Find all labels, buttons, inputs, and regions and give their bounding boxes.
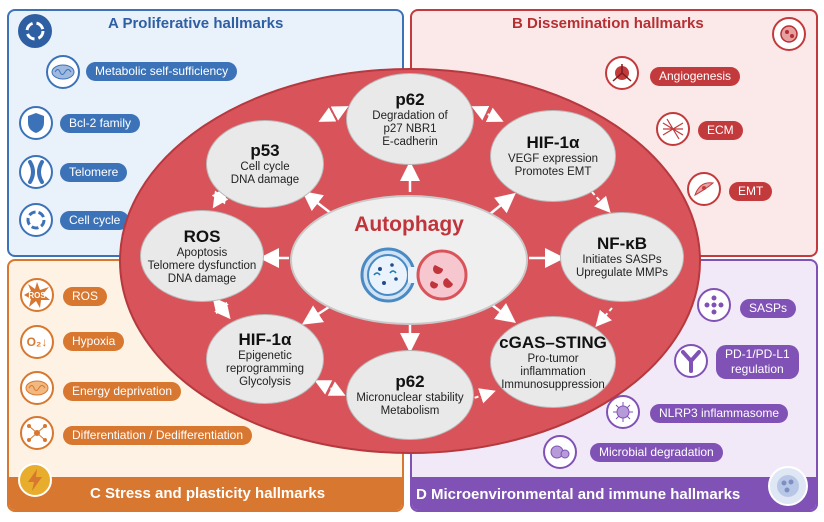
node-desc: Apoptosis [176,246,228,259]
panel-c-item: Energy deprivation [63,382,182,401]
ros-burst-icon: ROS [20,278,54,312]
panel-b-item: EMT [729,182,773,201]
node-p62-top: p62 Degradation of p27 NBR1 E-cadherin [346,73,474,165]
sasps-dots-icon [697,288,731,322]
node-desc: VEGF expression [507,153,599,165]
panel-a-item: Metabolic self-sufficiency [86,62,238,81]
node-title: cGAS–STING [499,332,607,352]
panel-c-item: ROS [63,287,108,306]
cycle-arrows-icon [18,14,52,48]
node-desc: p27 NBR1 [383,122,437,135]
solid-arrows [259,161,565,353]
mitochondria-icon [46,55,80,89]
node-title: p62 [395,89,425,109]
node-desc: Epigenetic [238,349,292,362]
node-desc: Degradation of [372,109,448,122]
node-title: HIF-1α [238,329,292,349]
dashed-arrows [211,105,613,404]
node-ros: ROS Apoptosis Telomere dysfunction DNA d… [140,210,264,302]
panel-a-item: Bcl-2 family [60,114,141,133]
node-p62-bottom: p62 Micronuclear stability Metabolism [346,350,474,440]
emt-cell-icon [687,172,721,206]
node-title: p53 [250,141,280,160]
panel-b-item: Angiogenesis [650,67,741,86]
node-desc: DNA damage [230,174,300,186]
panel-a-item: Telomere [60,163,128,182]
node-nfkb: NF-κB Initiates SASPs Upregulate MMPs [560,212,684,302]
node-p53: p53 Cell cycle DNA damage [206,120,324,208]
node-desc: Immunosuppression [501,378,605,391]
center-title: Autophagy [354,213,464,236]
ecm-fibers-icon [656,112,690,146]
node-desc: Cell cycle [240,161,290,173]
node-desc: DNA damage [167,272,237,285]
panel-d-item: PD-1/PD-L1 regulation [716,345,799,379]
hypoxia-icon: O₂↓ [20,325,54,359]
inflammasome-icon [606,395,640,429]
node-desc: Pro-tumor [527,352,579,365]
node-hif1a-bottom: HIF-1α Epigenetic reprogramming Glycolys… [206,314,324,404]
cell-cycle-icon [19,203,53,237]
node-desc: Initiates SASPs [582,254,662,266]
angiogenesis-icon [605,56,639,90]
node-title: p62 [395,372,425,391]
panel-c-item: Differentiation / Dedifferentiation [63,426,252,445]
node-title: ROS [183,226,221,246]
node-title: HIF-1α [526,133,580,152]
panel-c-item: Hypoxia [63,332,125,351]
lightning-icon [18,463,52,497]
autophagosome-lysosome-icon [360,247,468,303]
panel-b-item: ECM [698,121,743,140]
node-hif1a-top: HIF-1α VEGF expression Promotes EMT [490,110,616,202]
node-desc: Glycolysis [239,375,291,388]
panel-c-title: C Stress and plasticity hallmarks [90,485,326,502]
panel-d-item: Microbial degradation [590,443,723,462]
panel-a-title: A Proliferative hallmarks [108,15,284,32]
antibody-icon [674,344,708,378]
tumor-cell-icon [772,17,806,51]
chromosome-icon [19,155,53,189]
panel-c-title-bar [9,477,402,510]
node-cgas-sting: cGAS–STING Pro-tumor inflammation Immuno… [490,316,616,408]
node-desc: inflammation [520,365,586,378]
panel-d-item: SASPs [740,299,797,318]
mitochondria-icon [20,371,54,405]
node-title: NF-κB [596,234,648,253]
node-desc: Telomere dysfunction [147,259,257,272]
shield-icon [19,106,53,140]
panel-d-title: D Microenvironmental and immune hallmark… [416,486,741,503]
node-desc: Promotes EMT [514,166,592,178]
differentiation-network-icon [20,416,54,450]
panel-a-item: Cell cycle [60,211,130,230]
panel-b-title: B Dissemination hallmarks [512,15,704,32]
panel-d-item: NLRP3 inflammasome [650,404,789,423]
microbe-cluster-icon [768,466,808,506]
panel-d-title-bar [412,477,816,510]
node-desc: Micronuclear stability [356,392,464,404]
microbe-icon [543,435,577,469]
node-desc: reprogramming [226,362,304,375]
node-desc: Upregulate MMPs [575,267,669,279]
node-desc: E-cadherin [382,135,438,148]
node-desc: Metabolism [380,405,440,417]
